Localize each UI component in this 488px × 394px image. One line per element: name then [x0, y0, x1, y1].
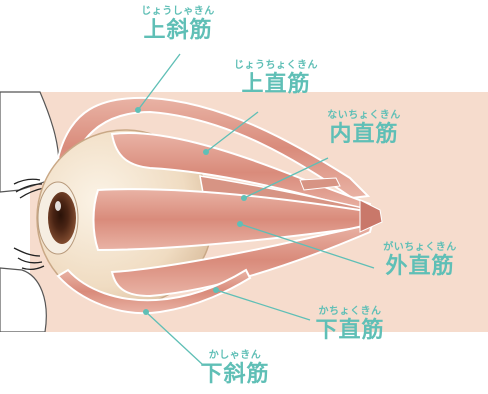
pupil-highlight — [55, 201, 61, 211]
ruby-superior-rectus: じょうちょくきん — [218, 60, 334, 72]
marker-inferior-oblique — [143, 309, 149, 315]
label-superior-oblique: じょうしゃきん 上斜筋 — [118, 6, 238, 44]
label-lateral-rectus: がいちょくきん 外直筋 — [356, 242, 484, 280]
ruby-medial-rectus: ないちょくきん — [304, 110, 424, 122]
marker-inferior-rectus — [213, 287, 219, 293]
main-lateral-rectus: 外直筋 — [356, 254, 484, 280]
iris — [48, 192, 76, 244]
marker-superior-oblique — [135, 107, 141, 113]
main-inferior-rectus: 下直筋 — [290, 318, 410, 344]
ruby-lateral-rectus: がいちょくきん — [356, 242, 484, 254]
main-inferior-oblique: 下斜筋 — [180, 362, 290, 388]
marker-superior-rectus — [203, 149, 209, 155]
ruby-superior-oblique: じょうしゃきん — [118, 6, 238, 18]
main-medial-rectus: 内直筋 — [304, 122, 424, 148]
label-inferior-rectus: かちょくきん 下直筋 — [290, 306, 410, 344]
ruby-inferior-oblique: かしゃきん — [180, 350, 290, 362]
marker-medial-rectus — [241, 195, 247, 201]
main-superior-oblique: 上斜筋 — [118, 18, 238, 44]
label-superior-rectus: じょうちょくきん 上直筋 — [218, 60, 334, 98]
label-medial-rectus: ないちょくきん 内直筋 — [304, 110, 424, 148]
marker-lateral-rectus — [237, 221, 243, 227]
main-superior-rectus: 上直筋 — [218, 72, 334, 98]
label-inferior-oblique: かしゃきん 下斜筋 — [180, 350, 290, 388]
ruby-inferior-rectus: かちょくきん — [290, 306, 410, 318]
